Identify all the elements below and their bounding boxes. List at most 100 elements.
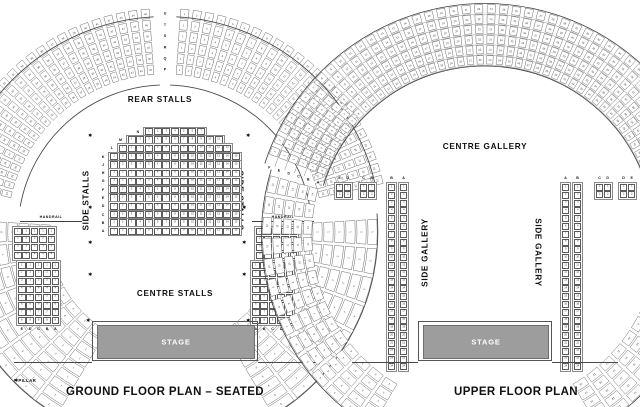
seat[interactable]: 1 [110,194,119,202]
seat[interactable]: 2 [368,191,376,198]
seat[interactable]: 7 [34,309,43,317]
seat[interactable]: 4 [388,207,396,215]
seat[interactable]: 5 [144,161,153,169]
seat[interactable]: 7 [388,230,396,238]
seat[interactable]: 22 [400,347,408,355]
seat[interactable]: 15 [231,161,240,169]
seat[interactable]: 10 [205,136,214,144]
seat[interactable]: 5 [574,215,582,223]
seat[interactable]: 21 [400,340,408,347]
seat[interactable]: 1 [34,262,43,269]
seat[interactable]: 15 [231,219,240,227]
seat[interactable]: 1 [400,184,408,191]
seat[interactable]: 7 [162,194,171,202]
seat[interactable]: 1 [360,184,368,191]
seat[interactable]: 9 [179,219,188,227]
seat[interactable]: 11 [214,136,223,144]
seat[interactable]: 8 [252,317,260,325]
seat[interactable]: 13 [562,277,570,285]
seat[interactable]: 18 [400,316,408,324]
seat[interactable]: 4 [30,251,39,259]
seat[interactable]: 3 [14,243,22,251]
seat[interactable]: 8 [171,177,179,186]
seat[interactable]: 12 [205,202,214,211]
seat[interactable]: 14 [223,194,232,202]
seat[interactable]: 1 [51,262,60,269]
seat[interactable]: 4 [136,177,145,186]
seat[interactable]: 5 [144,169,153,177]
seat[interactable]: 1 [368,184,376,191]
seat[interactable]: 15 [574,293,582,301]
seat[interactable]: 2 [26,269,34,277]
seat[interactable]: 9 [197,136,206,144]
seat[interactable]: 8 [171,219,179,227]
seat[interactable]: 14 [223,211,232,219]
seat[interactable]: 1 [47,228,56,235]
seat[interactable]: 13 [223,144,232,152]
seat[interactable]: 7 [162,177,171,186]
seat[interactable]: 19 [574,324,582,332]
seat[interactable]: 4 [22,251,30,259]
seat[interactable]: 12 [205,219,214,227]
seat[interactable]: 19 [400,324,408,332]
seat[interactable]: 8 [34,317,43,325]
seat[interactable]: 24 [574,363,582,371]
seat[interactable]: 11 [574,262,582,269]
seat[interactable]: 1 [110,219,119,227]
seat[interactable]: 6 [153,211,162,219]
seat[interactable]: 3 [18,277,26,285]
seat[interactable]: 15 [231,202,240,211]
seat[interactable]: 2 [118,177,127,186]
seat[interactable]: 4 [144,144,153,152]
seat[interactable]: 5 [43,293,51,301]
seat[interactable]: 5 [144,152,153,161]
seat[interactable]: 1 [26,262,34,269]
seat[interactable]: 13 [214,152,223,161]
seat[interactable]: 7 [162,169,171,177]
seat[interactable]: 14 [223,169,232,177]
seat[interactable]: 13 [214,186,223,194]
seat[interactable]: 7 [400,230,408,238]
seat[interactable]: 1 [562,184,570,191]
seat[interactable]: 3 [39,243,47,251]
seat[interactable]: 6 [252,301,260,309]
seat[interactable]: 9 [179,177,188,186]
seat[interactable]: 11 [400,262,408,269]
seat[interactable]: 2 [22,235,30,243]
seat[interactable]: 13 [214,202,223,211]
seat[interactable]: 6 [26,301,34,309]
seat[interactable]: 14 [223,186,232,194]
seat[interactable]: 6 [188,128,197,136]
seat[interactable]: 2 [400,191,408,199]
seat[interactable]: 8 [268,317,277,325]
seat[interactable]: 6 [162,144,171,152]
seat[interactable]: 2 [252,269,260,277]
seat[interactable]: 7 [162,186,171,194]
seat[interactable]: 10 [188,202,197,211]
seat[interactable]: 12 [205,194,214,202]
seat[interactable]: 1 [22,228,30,235]
seat[interactable]: 1 [110,202,119,211]
seat[interactable]: 22 [562,347,570,355]
seat[interactable]: 3 [136,144,145,152]
seat[interactable]: 3 [256,243,264,251]
seat[interactable]: 17 [388,308,396,316]
seat[interactable]: 8 [260,317,268,325]
seat[interactable]: 9 [400,246,408,254]
seat[interactable]: 11 [197,227,206,235]
seat[interactable]: 7 [562,230,570,238]
seat[interactable]: 1 [252,262,260,269]
seat[interactable]: 2 [118,202,127,211]
seat[interactable]: 16 [574,301,582,308]
seat[interactable]: 8 [388,238,396,246]
seat[interactable]: 2 [562,191,570,199]
seat[interactable]: 9 [179,227,188,235]
seat[interactable]: 13 [214,227,223,235]
seat[interactable]: 7 [252,309,260,317]
seat[interactable]: 8 [171,186,179,194]
seat[interactable]: 5 [144,194,153,202]
seat[interactable]: 5 [144,202,153,211]
seat[interactable]: 2 [47,235,56,243]
seat[interactable]: 14 [223,227,232,235]
seat[interactable]: 2 [118,211,127,219]
